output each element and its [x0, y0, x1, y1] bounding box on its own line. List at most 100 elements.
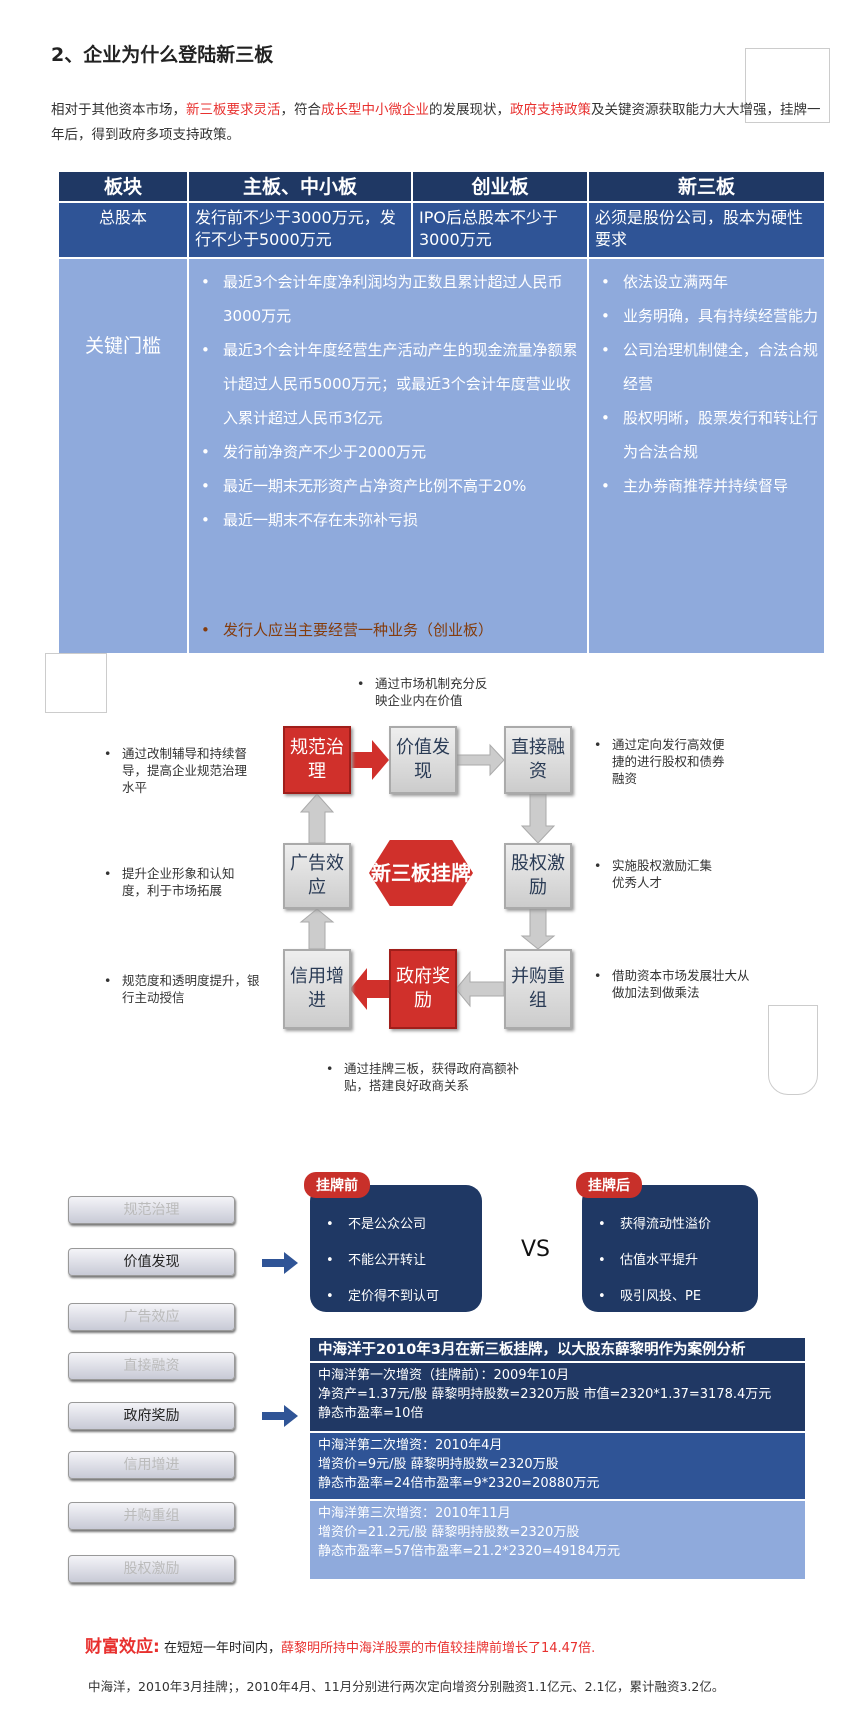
box-credit: 信用增进: [283, 949, 351, 1029]
cell: 必须是股份公司，股本为硬性要求: [587, 201, 826, 259]
case-line: 增资价=21.2元/股 薛黎明持股数=2320万股: [318, 1525, 580, 1540]
menu-gov-reward[interactable]: 政府奖励: [68, 1402, 235, 1430]
list-item: 最近3个会计年度净利润均为正数且累计超过人民币3000万元: [195, 265, 581, 333]
intro-paragraph: 相对于其他资本市场，新三板要求灵活，符合成长型中小微企业的发展现状，政府支持政策…: [51, 98, 831, 148]
intro-text: 的发展现状，: [429, 102, 510, 118]
section-title: 2、企业为什么登陆新三板: [51, 44, 274, 66]
list-item: 最近3个会计年度经营生产活动产生的现金流量净额累计超过人民币5000万元；或最近…: [195, 333, 581, 435]
note-left-3: 规范度和透明度提升，银行主动授信: [104, 972, 264, 1006]
list-item: 获得流动性溢价: [592, 1207, 748, 1243]
list-item: 公司治理机制健全，合法合规经营: [595, 333, 818, 401]
list-item: 吸引风投、PE: [592, 1279, 748, 1315]
arrow-right-icon: [262, 1252, 298, 1274]
after-listing-tag: 挂牌后: [576, 1172, 642, 1198]
intro-text: 及关键资源获取能力大大增强，挂牌一年后，得到政府多项支持政策。: [51, 102, 821, 143]
case-line: 中海洋第二次增资：2010年4月: [318, 1438, 503, 1453]
cell-neeq: 依法设立满两年 业务明确，具有持续经营能力 公司治理机制健全，合法合规经营 股权…: [587, 257, 826, 655]
case-line: 静态市盈率=24倍市盈率=9*2320=20880万元: [318, 1476, 600, 1491]
intro-text: 相对于其他资本市场，: [51, 102, 186, 118]
case-line: 中海洋第一次增资（挂牌前）：2009年10月: [318, 1368, 570, 1383]
box-advertising: 广告效应: [283, 843, 351, 909]
case-row: 中海洋第二次增资：2010年4月增资价=9元/股 薛黎明持股数=2320万股静态…: [310, 1433, 805, 1501]
intro-highlight: 新三板要求灵活: [186, 102, 281, 118]
note-left-2: 提升企业形象和认知度，利于市场拓展: [104, 865, 254, 899]
list-item: 估值水平提升: [592, 1243, 748, 1279]
cell: IPO后总股本不少于3000万元: [411, 201, 589, 259]
chart-cup-illustration: [768, 1005, 818, 1095]
menu-value-discovery[interactable]: 价值发现: [68, 1248, 235, 1276]
cell-main-board: 最近3个会计年度净利润均为正数且累计超过人民币3000万元 最近3个会计年度经营…: [187, 257, 589, 655]
presentation-illustration: [745, 48, 830, 123]
wealth-label: 财富效应:: [85, 1637, 160, 1657]
box-gov-reward: 政府奖励: [389, 949, 457, 1029]
list-item: 不是公众公司: [320, 1207, 472, 1243]
header-cell: 创业板: [411, 170, 589, 203]
case-line: 静态市盈率=57倍市盈率=21.2*2320=49184万元: [318, 1544, 621, 1559]
list-item: 股权明晰，股票发行和转让行为合法合规: [595, 401, 818, 469]
arrow-up-icon: [299, 793, 335, 844]
footer-note: 中海洋，2010年3月挂牌；，2010年4月、11月分别进行两次定向增资分别融资…: [88, 1679, 725, 1694]
note-right-3: 借助资本市场发展壮大从做加法到做乘法: [594, 967, 754, 1001]
case-study-table: 中海洋于2010年3月在新三板挂牌，以大股东薛黎明作为案例分析 中海洋第一次增资…: [310, 1338, 805, 1581]
arrow-down-icon: [520, 793, 556, 844]
arrow-up-icon: [299, 908, 335, 950]
arrow-left-icon: [455, 970, 505, 1008]
wealth-effect: 财富效应: 在短短一年时间内，薛黎明所持中海洋股票的市值较挂牌前增长了14.47…: [85, 1632, 595, 1657]
arrow-left-icon: [350, 968, 389, 1010]
list-item: 依法设立满两年: [595, 265, 818, 299]
before-listing-card: 不是公众公司 不能公开转让 定价得不到认可: [310, 1185, 482, 1315]
cell: 发行前不少于3000万元，发行不少于5000万元: [187, 201, 413, 259]
list-item: 不能公开转让: [320, 1243, 472, 1279]
note-top: 通过市场机制充分反映企业内在价值: [357, 675, 492, 709]
note-right-2: 实施股权激励汇集优秀人才: [594, 857, 714, 891]
list-item: 最近一期末不存在未弥补亏损: [195, 503, 581, 537]
menu-equity-incentive[interactable]: 股权激励: [68, 1555, 235, 1583]
case-row: 中海洋第三次增资：2010年11月增资价=21.2元/股 薛黎明持股数=2320…: [310, 1501, 805, 1581]
menu-credit[interactable]: 信用增进: [68, 1451, 235, 1479]
intro-highlight: 政府支持政策: [510, 102, 591, 118]
box-direct-financing: 直接融资: [504, 726, 572, 794]
wealth-highlight: 薛黎明所持中海洋股票的市值较挂牌前增长了14.47倍.: [280, 1641, 596, 1656]
case-line: 净资产=1.37元/股 薛黎明持股数=2320万股 市值=2320*1.37=3…: [318, 1387, 772, 1402]
box-merger: 并购重组: [504, 949, 572, 1029]
header-cell: 新三板: [587, 170, 826, 203]
note-bottom: 通过挂牌三板，获得政府高额补贴，搭建良好政商关系: [326, 1060, 526, 1094]
menu-advertising[interactable]: 广告效应: [68, 1303, 235, 1331]
case-row: 中海洋第一次增资（挂牌前）：2009年10月净资产=1.37元/股 薛黎明持股数…: [310, 1363, 805, 1433]
menu-governance[interactable]: 规范治理: [68, 1196, 235, 1224]
before-listing-tag: 挂牌前: [304, 1172, 370, 1198]
row-label: 关键门槛: [57, 257, 189, 655]
laptop-illustration: [45, 653, 107, 713]
list-item-gem-note: 发行人应当主要经营一种业务（创业板）: [195, 613, 581, 647]
case-line: 静态市盈率=10倍: [318, 1406, 424, 1421]
wealth-text: 在短短一年时间内，: [163, 1641, 281, 1656]
box-equity-incentive: 股权激励: [504, 843, 572, 909]
flow-arrows: [299, 740, 556, 1010]
case-line: 中海洋第三次增资：2010年11月: [318, 1506, 511, 1521]
note-right-1: 通过定向发行高效便捷的进行股权和债券融资: [594, 736, 734, 787]
arrow-down-icon: [520, 908, 556, 950]
list-item: 主办券商推荐并持续督导: [595, 469, 818, 503]
list-item: 业务明确，具有持续经营能力: [595, 299, 818, 333]
arrow-right-icon: [350, 740, 389, 780]
vs-label: VS: [521, 1237, 551, 1262]
box-governance: 规范治理: [283, 726, 351, 794]
header-cell: 主板、中小板: [187, 170, 413, 203]
list-item: 发行前净资产不少于2000万元: [195, 435, 581, 469]
comparison-table: 板块主板、中小板创业板新三板 总股本发行前不少于3000万元，发行不少于5000…: [57, 170, 826, 655]
intro-text: ，符合: [280, 102, 322, 118]
box-value-discovery: 价值发现: [389, 726, 457, 794]
case-header: 中海洋于2010年3月在新三板挂牌，以大股东薛黎明作为案例分析: [310, 1338, 805, 1363]
arrow-right-icon: [262, 1405, 298, 1427]
note-left-1: 通过改制辅导和持续督导，提高企业规范治理水平: [104, 745, 254, 796]
header-cell: 板块: [57, 170, 189, 203]
case-line: 增资价=9元/股 薛黎明持股数=2320万股: [318, 1457, 559, 1472]
list-item: 最近一期末无形资产占净资产比例不高于20%: [195, 469, 581, 503]
list-item: 定价得不到认可: [320, 1279, 472, 1315]
menu-merger[interactable]: 并购重组: [68, 1502, 235, 1530]
after-listing-card: 获得流动性溢价 估值水平提升 吸引风投、PE: [582, 1185, 758, 1315]
intro-highlight: 成长型中小微企业: [321, 102, 429, 118]
menu-direct-financing[interactable]: 直接融资: [68, 1352, 235, 1380]
arrow-right-icon: [453, 743, 505, 777]
center-hexagon: 新三板挂牌: [369, 840, 473, 906]
